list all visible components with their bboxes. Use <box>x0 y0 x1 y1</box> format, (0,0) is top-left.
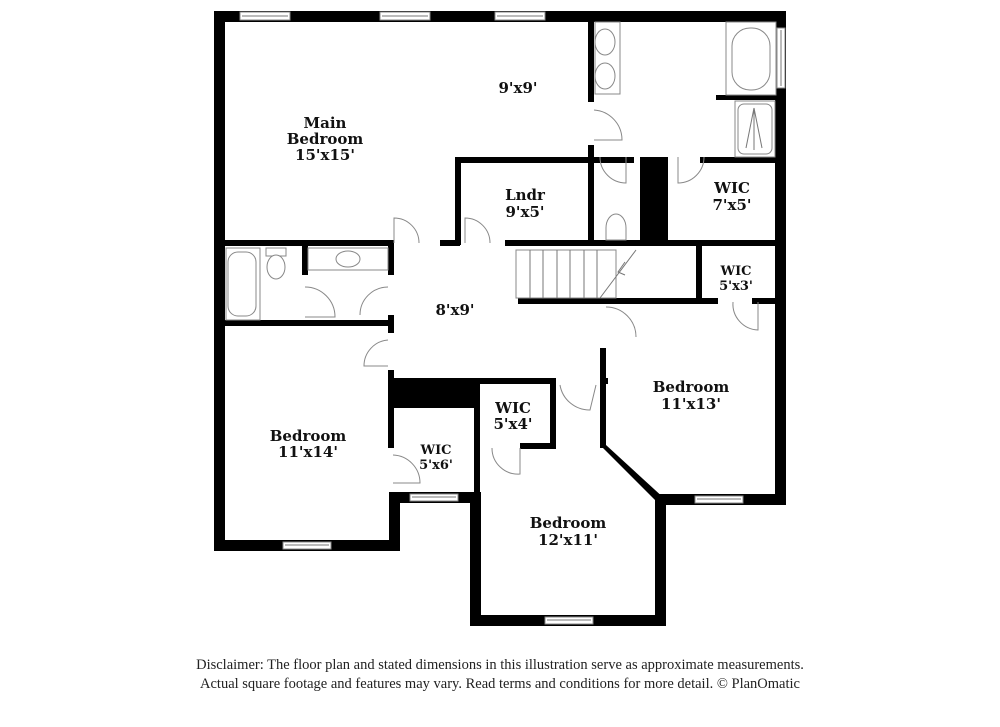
windows <box>239 11 786 625</box>
sink-icon <box>335 250 361 268</box>
hallway-dims: 8'x9' <box>435 301 474 319</box>
toilet-icon <box>605 213 627 241</box>
main-bedroom-dims: 15'x15' <box>295 146 355 164</box>
bedroom-left-dims: 11'x14' <box>278 443 338 461</box>
bedroom-bottom-label: Bedroom <box>530 514 607 532</box>
laundry-dims: 9'x5' <box>505 203 544 221</box>
wic-hall-label: WIC <box>719 264 751 279</box>
wic-hall-dims: 5'x3' <box>719 279 753 294</box>
wic-center-dims: 5'x4' <box>493 415 532 433</box>
room-labels: Main Bedroom 15'x15' 9'x9' Lndr 9'x5' WI… <box>270 79 753 549</box>
laundry-label: Lndr <box>505 186 546 204</box>
wic-center-label: WIC <box>494 399 531 417</box>
exterior-walls <box>214 11 786 626</box>
bedroom-right-dims: 11'x13' <box>661 395 721 413</box>
fixtures <box>225 21 777 321</box>
main-bedroom-label: Main <box>304 114 347 132</box>
wic-left-label: WIC <box>419 443 451 458</box>
main-bath-dims: 9'x9' <box>498 79 537 97</box>
bedroom-right-label: Bedroom <box>653 378 730 396</box>
bedroom-bottom-dims: 12'x11' <box>538 531 598 549</box>
bedroom-left-label: Bedroom <box>270 427 347 445</box>
staircase <box>515 249 637 299</box>
wic-main-label: WIC <box>713 179 750 197</box>
sink-icon <box>594 62 616 90</box>
wic-main-dims: 7'x5' <box>712 196 751 214</box>
floor-plan: Main Bedroom 15'x15' 9'x9' Lndr 9'x5' WI… <box>214 11 786 626</box>
disclaimer-line-1: Disclaimer: The floor plan and stated di… <box>196 657 804 673</box>
doors <box>304 109 759 484</box>
wic-left-dims: 5'x6' <box>419 458 453 473</box>
sink-icon <box>594 28 616 56</box>
interior-walls <box>214 20 785 505</box>
main-bedroom-label: Bedroom <box>287 130 364 148</box>
disclaimer-line-2: Actual square footage and features may v… <box>200 676 800 692</box>
